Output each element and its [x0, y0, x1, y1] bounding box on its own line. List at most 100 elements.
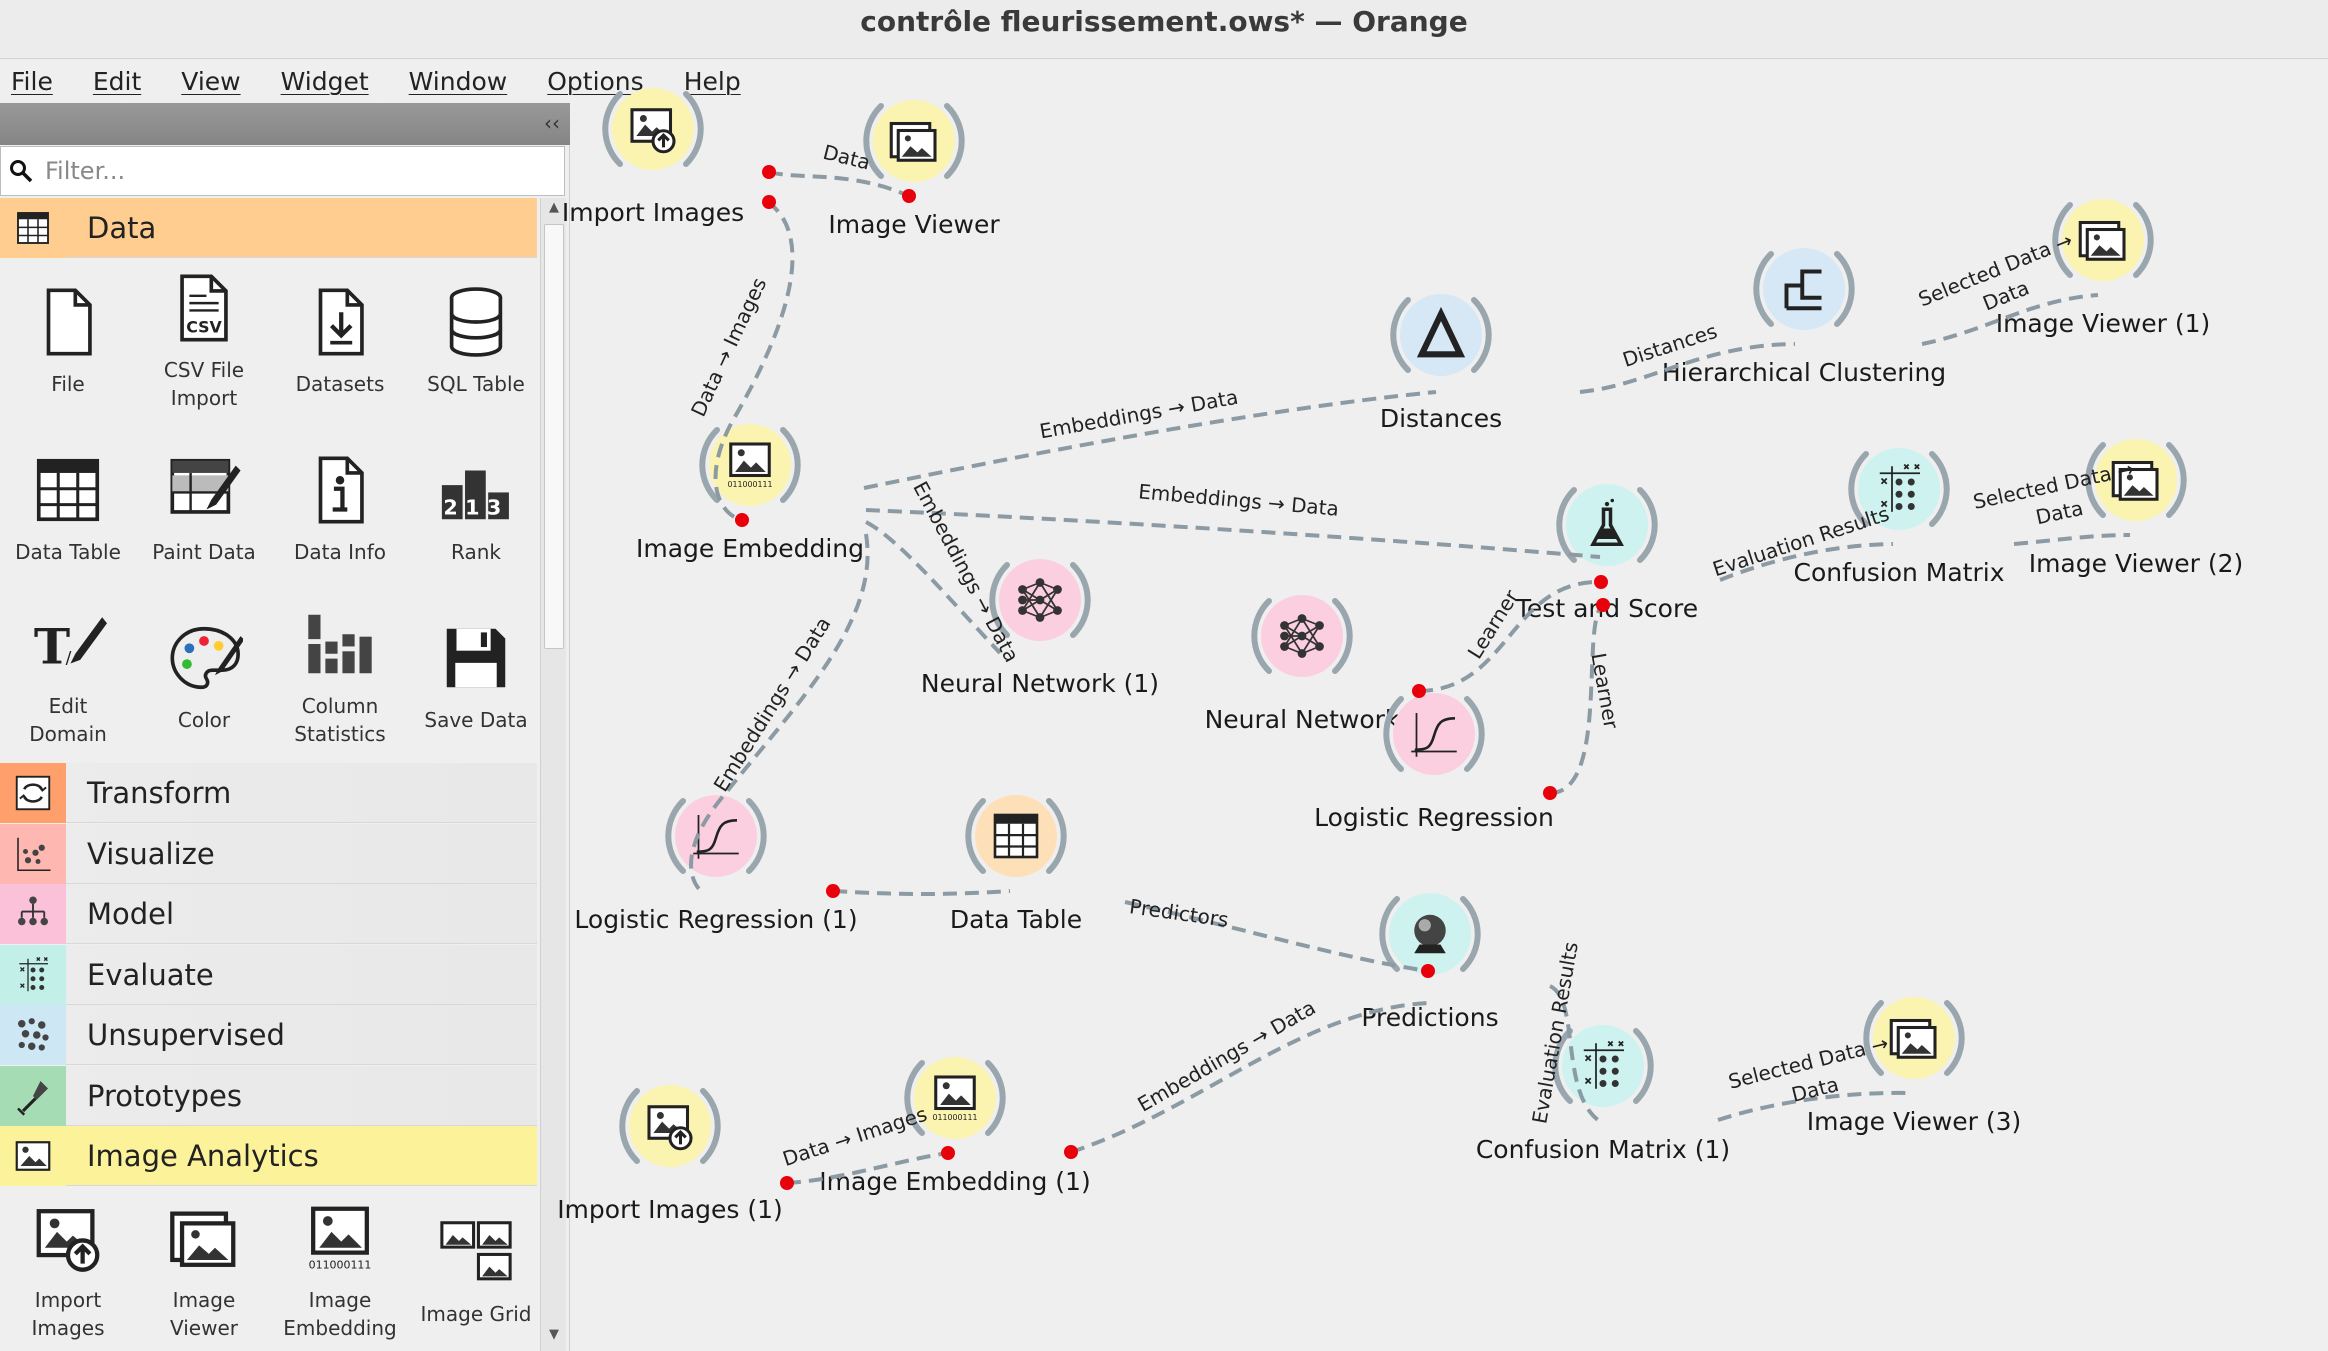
import-image-icon: [36, 1209, 100, 1272]
node-iv3[interactable]: Image Viewer (3): [1807, 983, 2021, 1136]
node-disc: [1873, 997, 1955, 1079]
node-label: Image Viewer (2): [2028, 549, 2244, 578]
table-icon: [17, 212, 49, 244]
node-disc: [629, 1085, 711, 1167]
node-iv1[interactable]: Image Viewer (1): [1996, 185, 2210, 338]
tool-image-grid[interactable]: Image Grid: [408, 1204, 537, 1328]
category-label: Data: [87, 211, 157, 245]
tool-image-viewer[interactable]: Image Viewer: [136, 1190, 272, 1342]
category-icon-box: [0, 944, 66, 1005]
menu-window[interactable]: Window: [408, 66, 508, 96]
collapse-dock-button[interactable]: ‹‹: [544, 111, 560, 135]
embedding-icon: 011000111: [309, 1206, 371, 1271]
tool-label: Rank: [451, 540, 501, 564]
category-unsupervised[interactable]: Unsupervised: [0, 1005, 537, 1065]
file-icon: [46, 288, 92, 356]
category-label: Image Analytics: [87, 1139, 319, 1173]
node-imp1[interactable]: Import Images (1): [557, 1071, 783, 1224]
bars-icon: [308, 614, 372, 674]
toolbox-scrollbar[interactable]: ▲ ▼: [540, 198, 566, 1351]
node-lr1[interactable]: Logistic Regression (1): [574, 781, 858, 934]
node-nn[interactable]: Neural Network: [1205, 581, 1399, 734]
filter-input[interactable]: [45, 157, 525, 185]
node-dt[interactable]: Data Table: [950, 781, 1082, 934]
tool-color[interactable]: Color: [136, 610, 272, 734]
scroll-down-arrow-icon[interactable]: ▼: [549, 1327, 559, 1342]
node-label: Image Viewer (1): [1995, 309, 2211, 338]
window-title: contrôle fleurissement.ows* — Orange: [0, 0, 2328, 59]
dock-header: ‹‹: [0, 103, 570, 145]
node-lr[interactable]: Logistic Regression: [1314, 679, 1554, 832]
category-icon-box: [0, 198, 66, 258]
tool-sql-table[interactable]: SQL Table: [408, 274, 537, 398]
tool-datasets[interactable]: Datasets: [272, 274, 408, 398]
scrollbar-thumb[interactable]: [544, 224, 564, 649]
tool-save-data[interactable]: Save Data: [408, 610, 537, 734]
node-label: Image Embedding: [635, 534, 865, 563]
tool-import-images[interactable]: Import Images: [0, 1190, 136, 1342]
tool-paint-data[interactable]: Paint Data: [136, 442, 272, 566]
paint-icon: [170, 458, 241, 514]
palette-icon: [170, 626, 243, 690]
menu-widget[interactable]: Widget: [280, 66, 369, 96]
node-iv[interactable]: Image Viewer: [828, 86, 1000, 239]
image-viewer-icon: [2078, 220, 2126, 261]
node-pred[interactable]: Predictions: [1361, 879, 1499, 1032]
menu-bar: File Edit View Widget Window Options Hel…: [0, 59, 2328, 103]
node-disc: [1261, 595, 1343, 677]
tool-label: File: [51, 372, 85, 396]
tool-data-info[interactable]: Data Info: [272, 442, 408, 566]
menu-view[interactable]: View: [181, 66, 241, 96]
confusion-icon: [19, 956, 48, 991]
menu-options[interactable]: Options: [547, 66, 644, 96]
menu-file[interactable]: File: [11, 66, 53, 96]
tool-label: Data Info: [294, 540, 386, 564]
node-label: Import Images (1): [557, 1195, 783, 1224]
tool-data-table[interactable]: Data Table: [0, 442, 136, 566]
category-icon-box: [0, 763, 66, 823]
menu-edit[interactable]: Edit: [92, 66, 142, 96]
tool-edit-domain[interactable]: T/Edit Domain: [0, 596, 136, 748]
node-hc[interactable]: Hierarchical Clustering: [1662, 234, 1946, 387]
scroll-up-arrow-icon[interactable]: ▲: [549, 200, 559, 215]
category-image-analytics[interactable]: Image Analytics: [0, 1126, 537, 1186]
filter-box: [0, 146, 565, 196]
node-ring: [1863, 1000, 1965, 1076]
node-imp[interactable]: Import Images: [562, 74, 744, 227]
tool-file[interactable]: File: [0, 274, 136, 398]
confusion-icon: [1583, 1040, 1624, 1089]
category-visualize[interactable]: Visualize: [0, 823, 537, 884]
import-image-icon: [647, 1105, 693, 1151]
node-disc: [1562, 1025, 1644, 1107]
node-cm[interactable]: Confusion Matrix: [1793, 434, 2005, 587]
menu-help[interactable]: Help: [683, 66, 741, 96]
transform-icon: [15, 775, 51, 811]
category-label: Unsupervised: [87, 1018, 285, 1052]
svg-text:213: 213: [443, 495, 508, 519]
node-iv2[interactable]: Image Viewer (2): [2029, 425, 2243, 578]
node-dist[interactable]: Distances: [1380, 280, 1502, 433]
tool-label: Save Data: [424, 708, 528, 732]
node-cm1[interactable]: Confusion Matrix (1): [1476, 1011, 1730, 1164]
category-prototypes[interactable]: Prototypes: [0, 1065, 537, 1126]
table-icon: [993, 813, 1039, 859]
node-disc: [1858, 448, 1940, 530]
datasets-icon: [318, 288, 364, 356]
tool-label: Image Embedding: [283, 1288, 397, 1340]
node-ring: [602, 91, 704, 167]
tool-column-statistics[interactable]: Column Statistics: [272, 596, 408, 748]
node-disc: [1389, 893, 1471, 975]
category-model[interactable]: Model: [0, 884, 537, 944]
category-transform[interactable]: Transform: [0, 763, 537, 823]
node-ts[interactable]: Test and Score: [1516, 470, 1698, 623]
category-evaluate[interactable]: Evaluate: [0, 944, 537, 1005]
category-data[interactable]: Data: [0, 198, 537, 258]
node-nn1[interactable]: Neural Network (1): [921, 545, 1159, 698]
